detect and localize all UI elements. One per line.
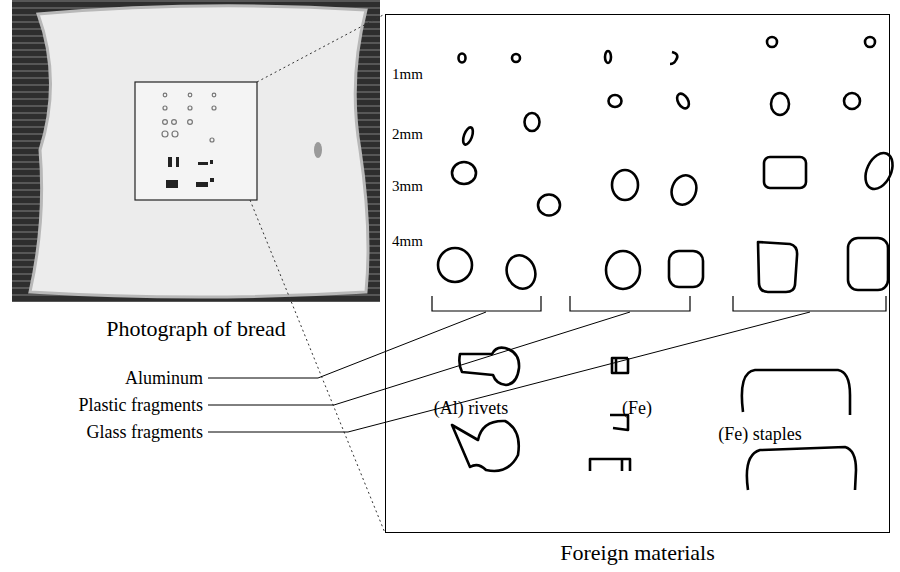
item-label: (Fe) staples (718, 423, 801, 445)
size-label: 2mm (392, 125, 423, 143)
item-label: (Al) rivets (434, 397, 508, 419)
zoom-line (250, 14, 385, 533)
material-label: Glass fragments (87, 421, 203, 443)
size-label: 1mm (392, 65, 423, 83)
fragment-outlines (438, 37, 898, 490)
caption-text: Foreign materials (557, 540, 718, 565)
group-bracket (432, 296, 886, 311)
item-label: (Fe) (622, 397, 652, 419)
material-label: Aluminum (125, 367, 203, 389)
figure-caption: Foreign materials (385, 540, 890, 566)
leader-line (208, 312, 810, 432)
enlargement-box: Foreign materials (385, 14, 890, 570)
figure-caption: Photograph of bread (12, 316, 380, 342)
caption-text: Photograph of bread (103, 316, 289, 341)
photo-panel: Photograph of bread (12, 0, 380, 350)
bread-photo (12, 0, 380, 302)
material-label: Plastic fragments (79, 394, 203, 416)
box-border (385, 14, 890, 533)
size-label: 3mm (392, 177, 423, 195)
size-label: 4mm (392, 232, 423, 250)
